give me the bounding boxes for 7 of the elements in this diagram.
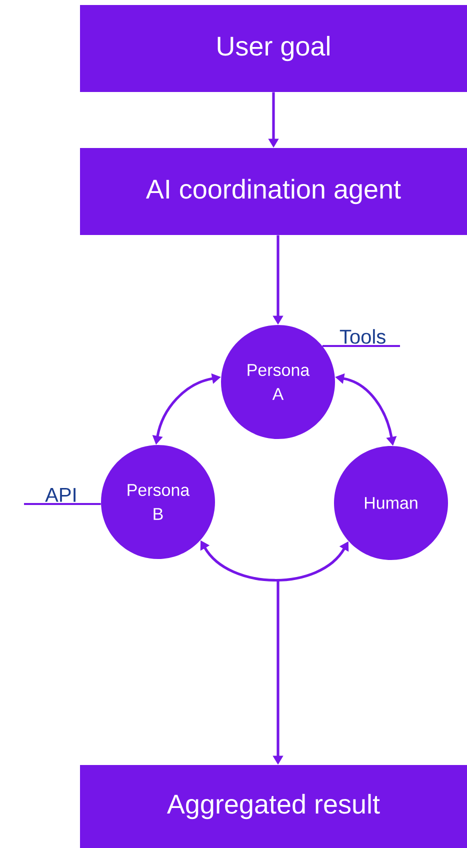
- process-box: Aggregated result: [80, 765, 467, 848]
- leader-line: [24, 503, 101, 505]
- process-box: User goal: [80, 5, 467, 92]
- process-box: AI coordination agent: [80, 148, 467, 235]
- leader-line: [322, 345, 400, 347]
- side-label: API: [45, 488, 76, 502]
- side-label: Tools: [340, 329, 386, 344]
